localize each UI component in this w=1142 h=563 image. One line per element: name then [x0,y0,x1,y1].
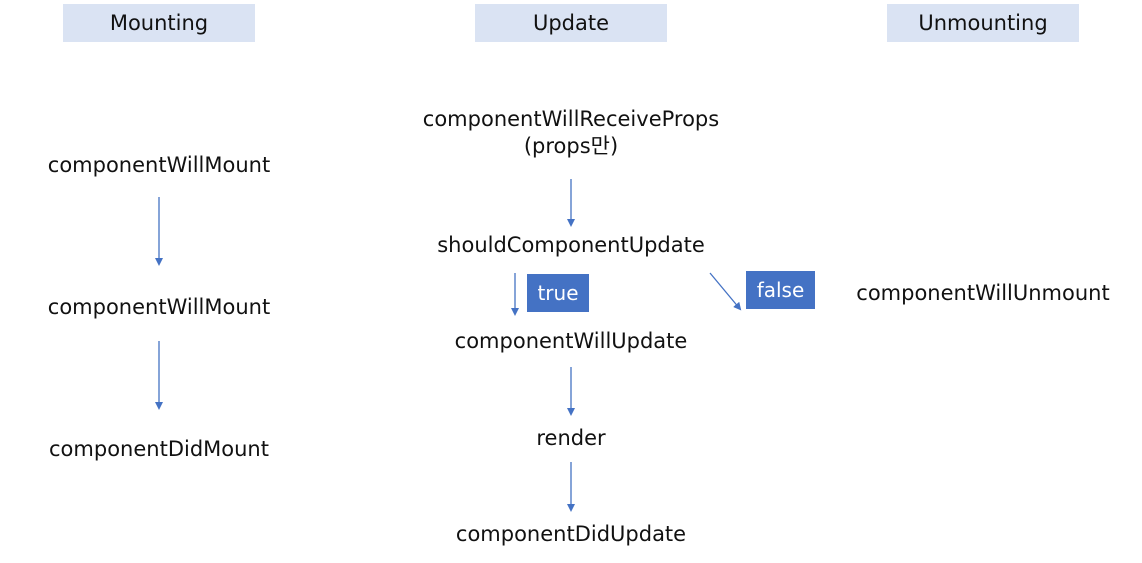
receive-props-line2: (props만) [523,134,619,158]
header-mounting-label: Mounting [109,11,209,35]
false-badge: false [746,271,815,309]
mounting-node-component-did-mount: componentDidMount [49,437,269,461]
update-node-component-will-update: componentWillUpdate [454,329,688,353]
header-unmounting: Unmounting [887,4,1079,42]
header-update-label: Update [532,11,610,35]
mounting-node-component-will-mount-2: componentWillMount [47,295,271,319]
update-node-component-did-update: componentDidUpdate [455,522,687,546]
unmounting-node-component-will-unmount: componentWillUnmount [856,281,1110,305]
true-badge: true [527,274,589,312]
false-badge-label: false [756,278,805,302]
header-mounting: Mounting [63,4,255,42]
receive-props-line1: componentWillReceiveProps [422,107,720,131]
update-node-component-will-receive-props: componentWillReceiveProps (props만) [423,106,719,160]
arrow-should-to-false [709,272,742,311]
update-node-should-component-update: shouldComponentUpdate [437,233,705,257]
true-badge-label: true [537,281,579,305]
header-update: Update [475,4,667,42]
mounting-node-component-will-mount-1: componentWillMount [47,153,271,177]
update-node-render: render [536,426,606,450]
header-unmounting-label: Unmounting [918,11,1048,35]
